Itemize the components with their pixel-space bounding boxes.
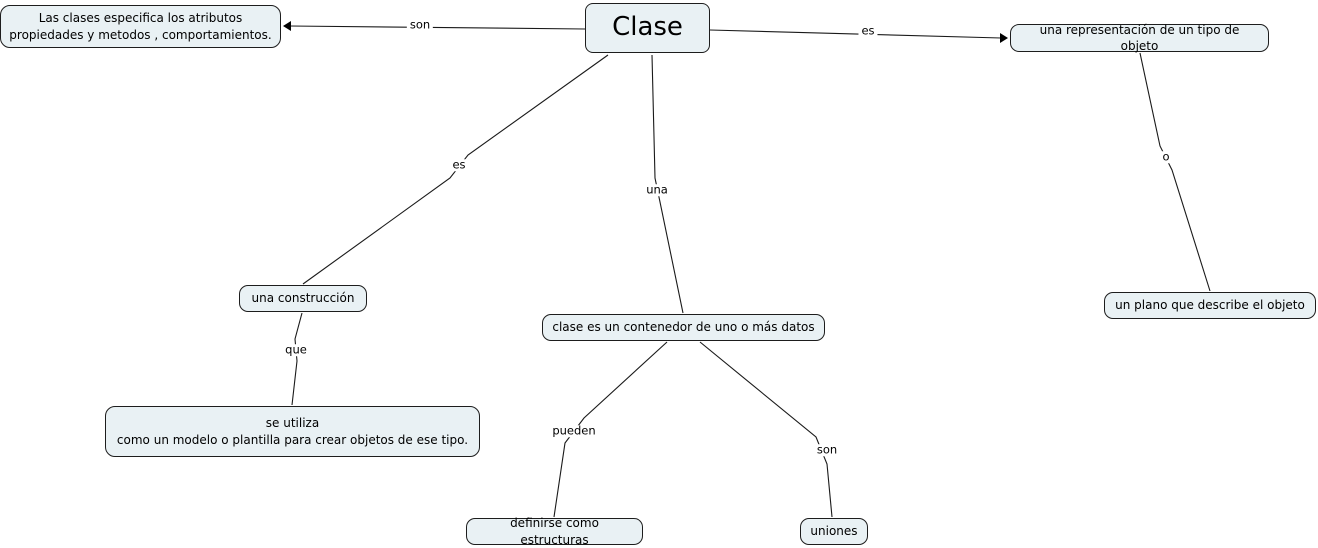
edge-es-representacion: [709, 29, 1002, 39]
edge-es-representacion-label: es: [858, 25, 878, 37]
edge-son-atributos-label: son: [406, 19, 434, 31]
node-atributos-label: Las clases especifica los atributos prop…: [9, 11, 272, 42]
node-uniones-label: uniones: [810, 524, 858, 539]
node-representacion[interactable]: una representación de un tipo de objeto: [1010, 22, 1269, 53]
edge-son-atributos-arrowhead: [283, 21, 291, 31]
edge-son-atributos: [289, 25, 586, 30]
edge-que-utiliza: [291, 312, 303, 406]
node-clase-label: Clase: [612, 12, 683, 43]
node-uniones[interactable]: uniones: [800, 518, 868, 545]
edge-es-representacion-arrowhead: [1000, 33, 1008, 43]
edge-una-contenedor-label: una: [643, 184, 671, 196]
edge-son-uniones: [699, 341, 833, 518]
node-plano-label: un plano que describe el objeto: [1115, 298, 1305, 313]
node-construccion-label: una construcción: [251, 291, 355, 306]
edge-es-construccion-label: es: [449, 159, 469, 171]
edge-que-utiliza-label: que: [282, 344, 310, 356]
edge-son-uniones-label: son: [813, 444, 841, 456]
node-representacion-label: una representación de un tipo de objeto: [1039, 22, 1240, 53]
node-estructuras[interactable]: definirse como estructuras: [466, 516, 643, 547]
node-contenedor[interactable]: clase es un contenedor de uno o más dato…: [542, 314, 825, 341]
node-utiliza-label: se utiliza como un modelo o plantilla pa…: [116, 416, 469, 447]
node-plano[interactable]: un plano que describe el objeto: [1104, 292, 1316, 319]
edge-o-plano-label: o: [1159, 151, 1173, 163]
edge-o-plano: [1139, 52, 1211, 292]
node-estructuras-label: definirse como estructuras: [510, 516, 599, 547]
node-atributos[interactable]: Las clases especifica los atributos prop…: [0, 5, 281, 48]
node-construccion[interactable]: una construcción: [239, 285, 367, 312]
node-utiliza[interactable]: se utiliza como un modelo o plantilla pa…: [105, 406, 480, 457]
node-contenedor-label: clase es un contenedor de uno o más dato…: [552, 320, 815, 335]
edge-pueden-estructuras-label: pueden: [549, 425, 599, 437]
node-clase[interactable]: Clase: [585, 3, 710, 53]
